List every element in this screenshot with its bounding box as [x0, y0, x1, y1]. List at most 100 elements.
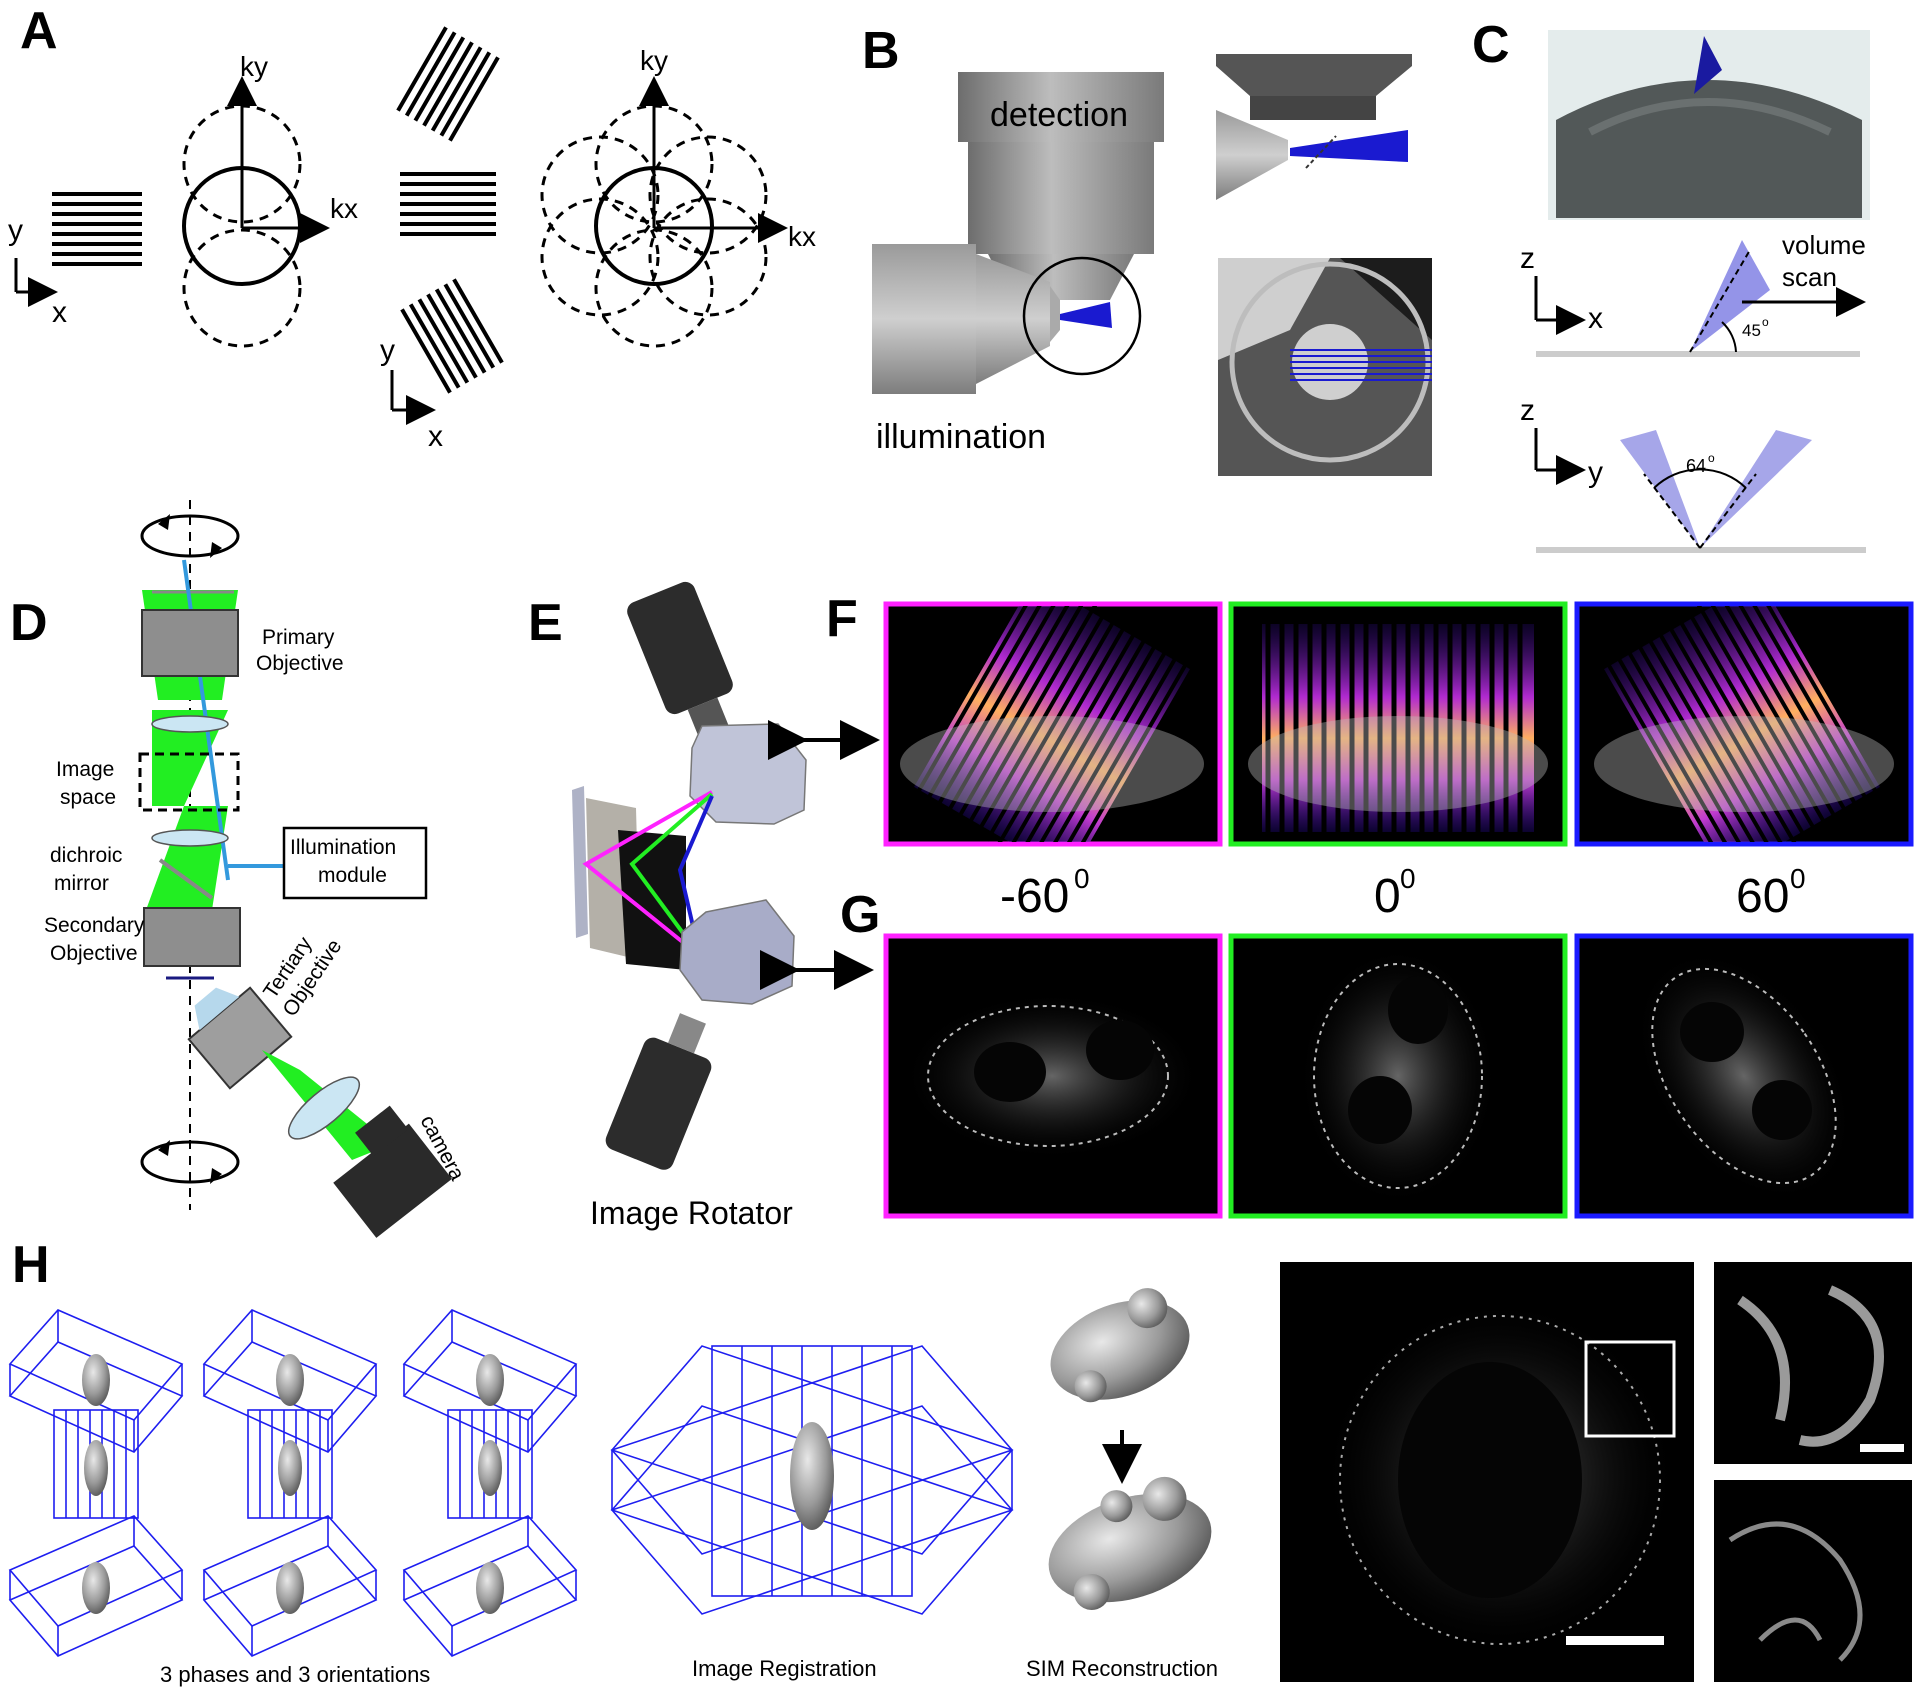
- angle-label-0: 0: [1374, 870, 1401, 923]
- panel-a: y x ky kx y: [8, 26, 816, 453]
- orientation-volume-top-1: [8, 1309, 184, 1453]
- ray-green: [629, 792, 714, 950]
- angle-45-label: 45: [1742, 321, 1761, 340]
- detection-label: detection: [990, 96, 1128, 134]
- orientation-volume-mid-2: [247, 1409, 333, 1519]
- angle-label-60: 60: [1736, 870, 1789, 923]
- volume-label: volume: [1782, 230, 1866, 260]
- camera-bottom: [605, 1013, 712, 1170]
- axis-label-z1: z: [1520, 242, 1535, 275]
- image-space-box: [138, 752, 240, 812]
- panel-b: detection illumination: [872, 54, 1432, 476]
- stripes-minus60: [912, 606, 1192, 842]
- panel-label-h: H: [12, 1236, 50, 1294]
- axis-label-z2: z: [1520, 394, 1535, 427]
- panel-label-a: A: [20, 2, 58, 60]
- panel-label-f: F: [826, 590, 858, 648]
- secondary-objective-label-2: Objective: [50, 942, 138, 965]
- panel-e: Image Rotator: [572, 581, 880, 1231]
- scan-label: scan: [1782, 262, 1837, 292]
- lens-1: [151, 715, 229, 733]
- angle-degree-0: 0: [1400, 863, 1416, 894]
- panel-label-d: D: [10, 594, 48, 652]
- panel-label-b: B: [862, 22, 900, 80]
- image-space-label-2: space: [60, 786, 116, 809]
- secondary-objective: [143, 907, 241, 967]
- axis-label-x-c: x: [1588, 302, 1603, 335]
- primary-objective-label-1: Primary: [262, 626, 335, 649]
- sim-zoom-bottom: [1714, 1480, 1912, 1682]
- axis-label-kx2: kx: [788, 221, 816, 252]
- sim-reconstruction-label: SIM Reconstruction: [1026, 1656, 1218, 1681]
- orientation-volume-top-2: [202, 1309, 378, 1453]
- angle-degree-60: 0: [1790, 863, 1806, 894]
- panel-i: [1280, 1262, 1912, 1682]
- stripe-pattern-rotated-top: [396, 26, 500, 142]
- sim-blob-before: [1050, 1288, 1190, 1403]
- illumination-label: illumination: [876, 418, 1046, 456]
- rotator-plate-1: [572, 786, 588, 938]
- panel-c: z x volume scan 45 o z y 64 o: [1520, 30, 1870, 553]
- panel-label-g: G: [840, 886, 880, 944]
- zoom-view-top: [1216, 54, 1412, 200]
- f-frame-0: [1228, 601, 1568, 847]
- image-registration-label: Image Registration: [692, 1656, 877, 1681]
- camera: [333, 1105, 452, 1238]
- dichroic-mirror: [158, 858, 214, 900]
- axis-label-y: y: [8, 214, 23, 247]
- axis-label-x: x: [52, 296, 67, 329]
- panel-g: [883, 933, 1914, 1219]
- angle-64-label: 64: [1686, 456, 1706, 476]
- rotator-mirror-bottom: [679, 899, 795, 1005]
- axis-label-kx: kx: [330, 193, 358, 224]
- dichroic-label-2: mirror: [54, 872, 109, 895]
- zy-axes: z y 64 o: [1520, 394, 1866, 553]
- angle-degree-minus60: 0: [1074, 863, 1090, 894]
- stripes-0: [1262, 618, 1534, 838]
- xy-axes-1: y x: [8, 214, 67, 329]
- angle-label-minus60: -60: [1000, 870, 1069, 923]
- g-frame-0: [1228, 933, 1568, 1219]
- phases-orientations-label: 3 phases and 3 orientations: [160, 1662, 430, 1687]
- light-path-3: [146, 806, 228, 910]
- k-space-diagram-1: ky kx: [182, 51, 358, 348]
- registered-volumes: [610, 1345, 1014, 1615]
- zoom-region-box: [1584, 1340, 1676, 1438]
- panel-f: -60 0 0 0 60 0: [883, 601, 1914, 923]
- tube-lens: [288, 1076, 360, 1140]
- scale-bar-zoom: [1860, 1444, 1904, 1452]
- axis-label-y2: y: [380, 334, 395, 367]
- zoom-view-bottom: [1218, 258, 1432, 476]
- k-space-diagram-2: ky kx: [540, 45, 816, 348]
- panel-label-c: C: [1472, 16, 1510, 74]
- orientation-volume-mid-3: [447, 1409, 533, 1519]
- panel-h: 3 phases and 3 orientations Image Regist…: [8, 1288, 1218, 1687]
- rotation-arrow-bottom: [140, 1140, 240, 1184]
- secondary-objective-label-1: Secondary: [44, 914, 145, 937]
- stripe-pattern-middle: [400, 172, 496, 236]
- illumination-objective: illumination: [872, 244, 1142, 456]
- orientation-volume-mid-1: [53, 1409, 139, 1519]
- angle-64-degree: o: [1708, 451, 1715, 465]
- rotation-arrow-top: [140, 514, 240, 558]
- axis-label-x2: x: [428, 420, 443, 453]
- primary-objective-label-2: Objective: [256, 652, 344, 675]
- tertiary-objective: [187, 986, 293, 1090]
- axis-label-y-c: y: [1588, 456, 1603, 489]
- axis-label-ky2: ky: [640, 45, 668, 76]
- primary-objective: [141, 609, 239, 677]
- f-frame-minus60: [883, 601, 1223, 847]
- stripe-pattern-rotated-bottom: [400, 278, 504, 394]
- image-rotator-label: Image Rotator: [590, 1195, 793, 1231]
- f-frame-60: [1574, 601, 1914, 847]
- illumination-module-label-2: module: [318, 864, 387, 887]
- angle-45-degree: o: [1762, 315, 1769, 329]
- dichroic-label-1: dichroic: [50, 844, 122, 867]
- g-frame-minus60: [883, 933, 1223, 1219]
- orientation-volume-bottom-3: [402, 1515, 578, 1657]
- ray-magenta: [582, 790, 713, 950]
- panel-d: Primary Objective Image space dichroic m…: [44, 500, 469, 1238]
- orientation-volume-bottom-1: [8, 1515, 184, 1657]
- zx-axes: z x volume scan 45 o: [1520, 230, 1866, 357]
